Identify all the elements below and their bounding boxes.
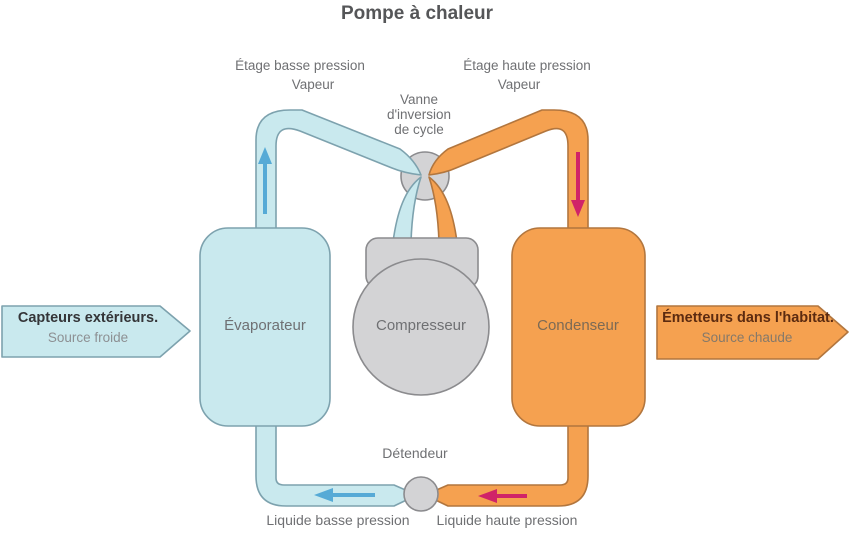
hot-emitter-banner-arrow bbox=[656, 305, 849, 360]
cold-source-banner-title: Capteurs extérieurs. bbox=[17, 310, 159, 326]
label-valve-line1: Vanne bbox=[399, 92, 439, 107]
condenser-box bbox=[511, 227, 646, 427]
compressor-body bbox=[352, 258, 490, 396]
compressor-label: Compresseur bbox=[375, 317, 467, 334]
label-valve-line3: de cycle bbox=[394, 122, 444, 137]
liquid-low-pressure-label: Liquide basse pression bbox=[266, 512, 410, 528]
label-high-pressure-stage: Étage haute pression bbox=[463, 58, 591, 73]
flow-arrow-left-hot-icon bbox=[478, 489, 527, 503]
flow-arrow-up-cold-icon bbox=[258, 147, 272, 214]
label-high-pressure-vapor: Vapeur bbox=[497, 77, 541, 92]
label-low-pressure-vapor: Vapeur bbox=[291, 77, 335, 92]
flow-arrow-left-cold-icon bbox=[314, 488, 375, 502]
cold-source-banner-subtitle: Source froide bbox=[47, 330, 129, 345]
hot-emitter-banner-subtitle: Source chaude bbox=[701, 330, 793, 345]
flow-arrow-down-hot-icon bbox=[571, 152, 585, 217]
expansion-valve-label: Détendeur bbox=[382, 445, 448, 461]
pipe-vapor-high-pressure bbox=[428, 109, 589, 235]
label-low-pressure-stage: Étage basse pression bbox=[235, 58, 365, 73]
pipe-liquid-high-pressure bbox=[424, 423, 589, 507]
liquid-high-pressure-label: Liquide haute pression bbox=[436, 512, 578, 528]
diagram-title: Pompe à chaleur bbox=[340, 3, 494, 24]
expansion-valve-icon bbox=[403, 476, 439, 512]
condenser-label: Condenseur bbox=[537, 317, 619, 334]
pipe-vapor-low-pressure bbox=[255, 109, 422, 235]
cold-source-banner-arrow bbox=[1, 305, 191, 358]
evaporator-label: Évaporateur bbox=[224, 317, 306, 334]
label-valve-line2: d'inversion bbox=[386, 107, 452, 122]
evaporator-box bbox=[199, 227, 331, 427]
hot-emitter-banner-title: Émetteurs dans l'habitat. bbox=[662, 310, 834, 326]
